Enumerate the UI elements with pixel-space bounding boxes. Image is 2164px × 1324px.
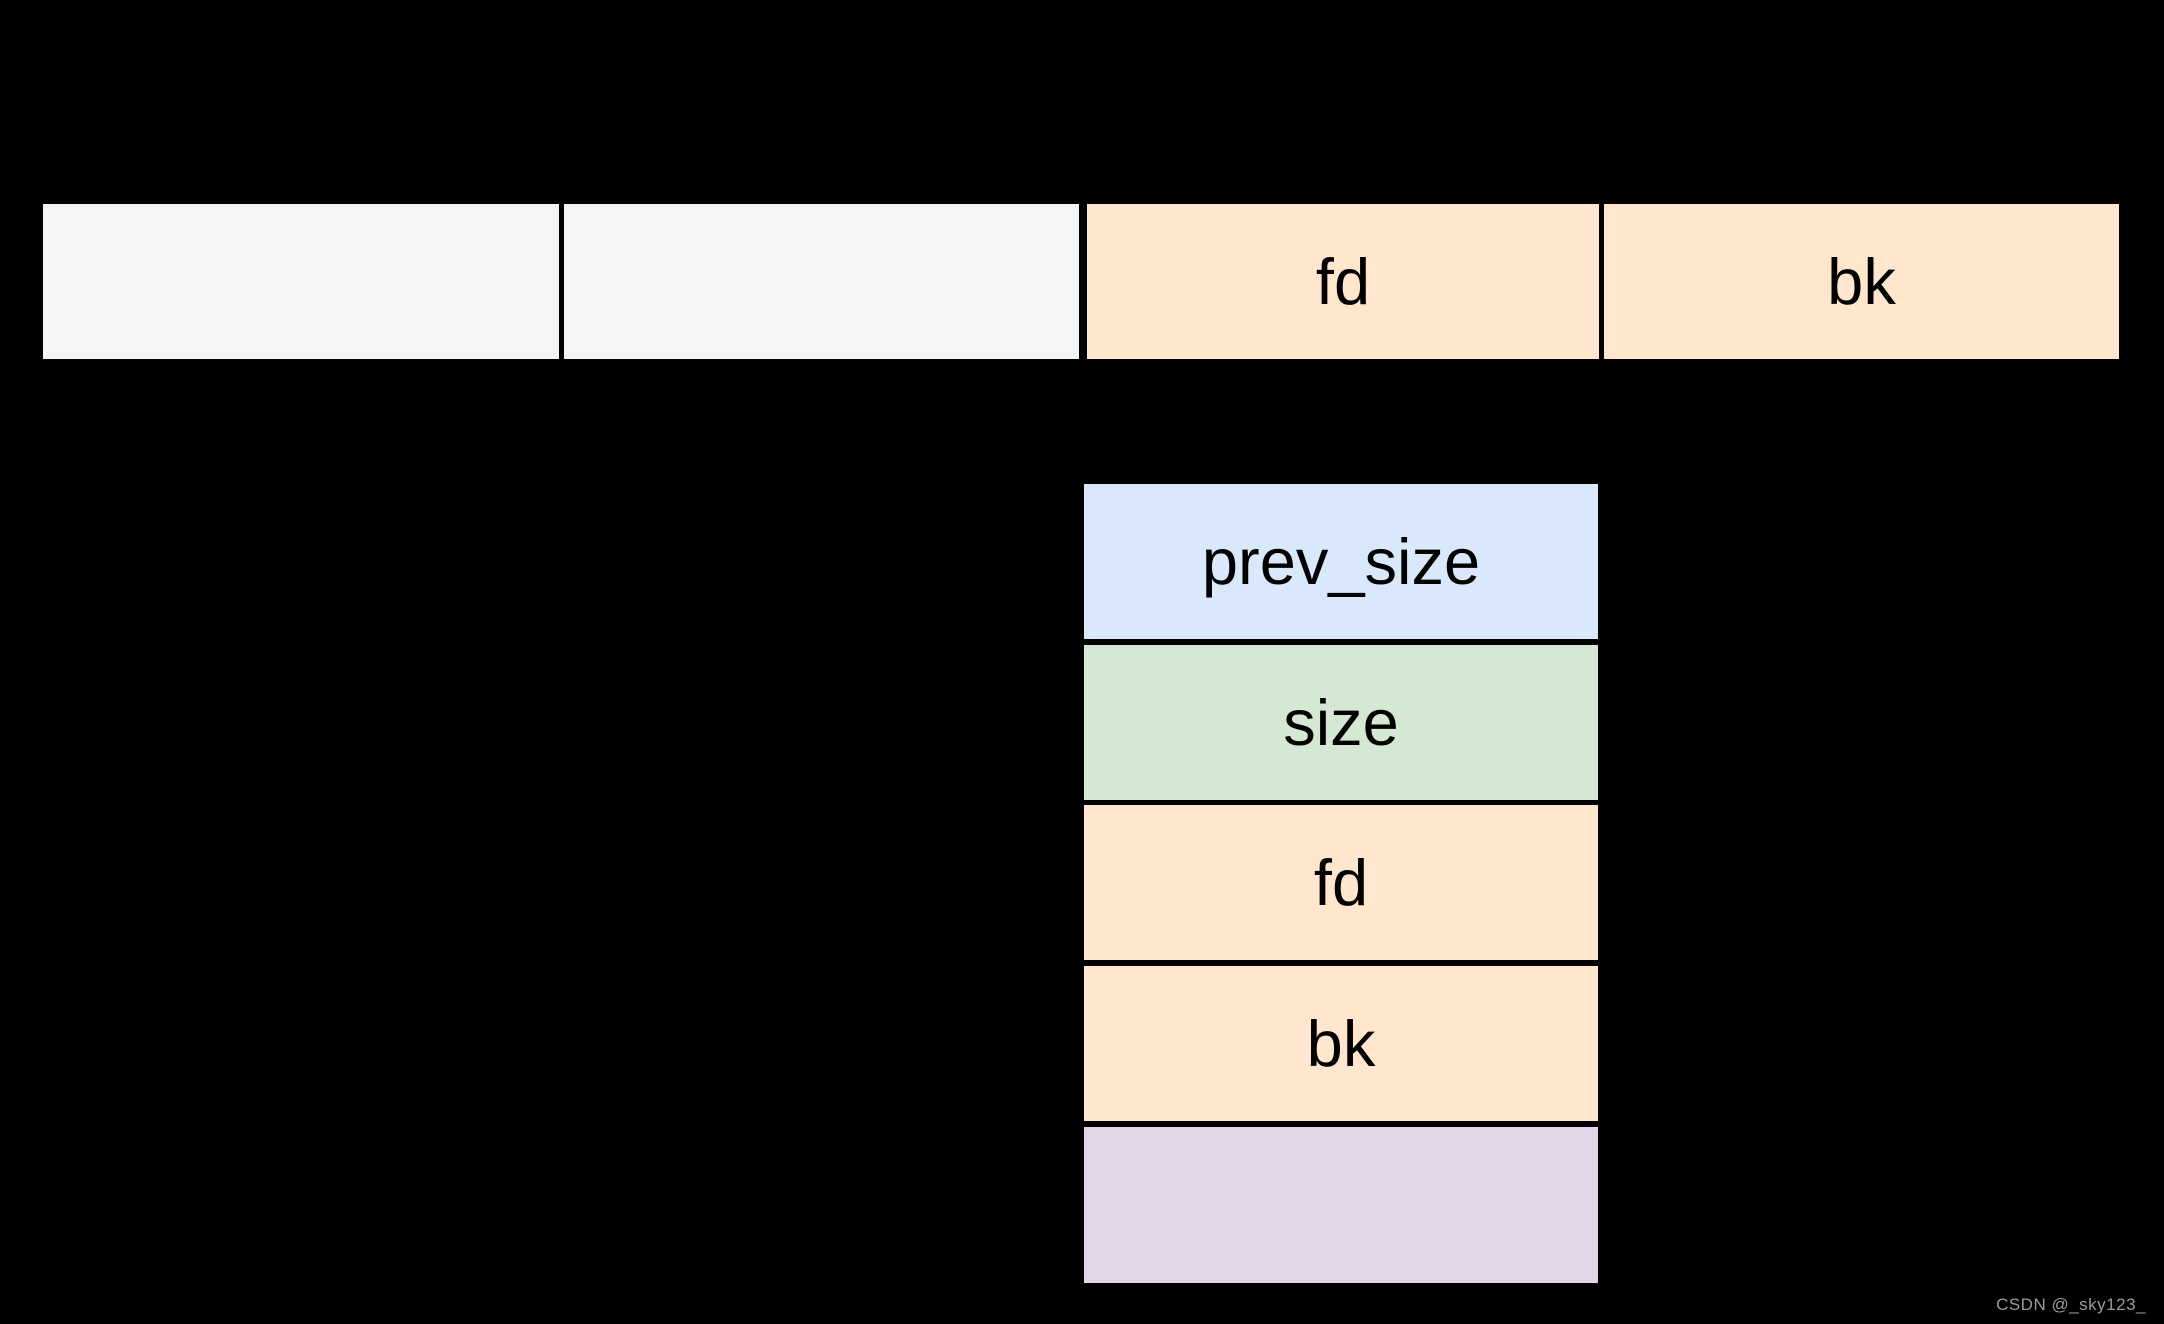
stack-cell-bk-label: bk: [1306, 1007, 1376, 1080]
top-row-cell-bk-label: bk: [1827, 245, 1896, 318]
top-row-cell-fd: fd: [1087, 204, 1599, 359]
stack-cell-prev-size-label: prev_size: [1201, 525, 1481, 598]
top-row-cell-bk: bk: [1604, 204, 2119, 359]
stack-cell-fd-label: fd: [1313, 846, 1369, 919]
top-row-cell-empty-1: [43, 204, 559, 359]
stack-cell-prev-size: prev_size: [1084, 484, 1598, 639]
stack-cell-user-data: [1084, 1127, 1598, 1283]
csdn-watermark: CSDN @_sky123_: [1996, 1295, 2146, 1314]
stack-cell-size: size: [1084, 645, 1598, 800]
stack-cell-fd: fd: [1084, 805, 1598, 960]
top-row-cell-fd-label: fd: [1315, 245, 1371, 318]
stack-cell-bk: bk: [1084, 966, 1598, 1121]
top-row-cell-empty-2: [564, 204, 1079, 359]
stack-cell-size-label: size: [1283, 686, 1399, 759]
